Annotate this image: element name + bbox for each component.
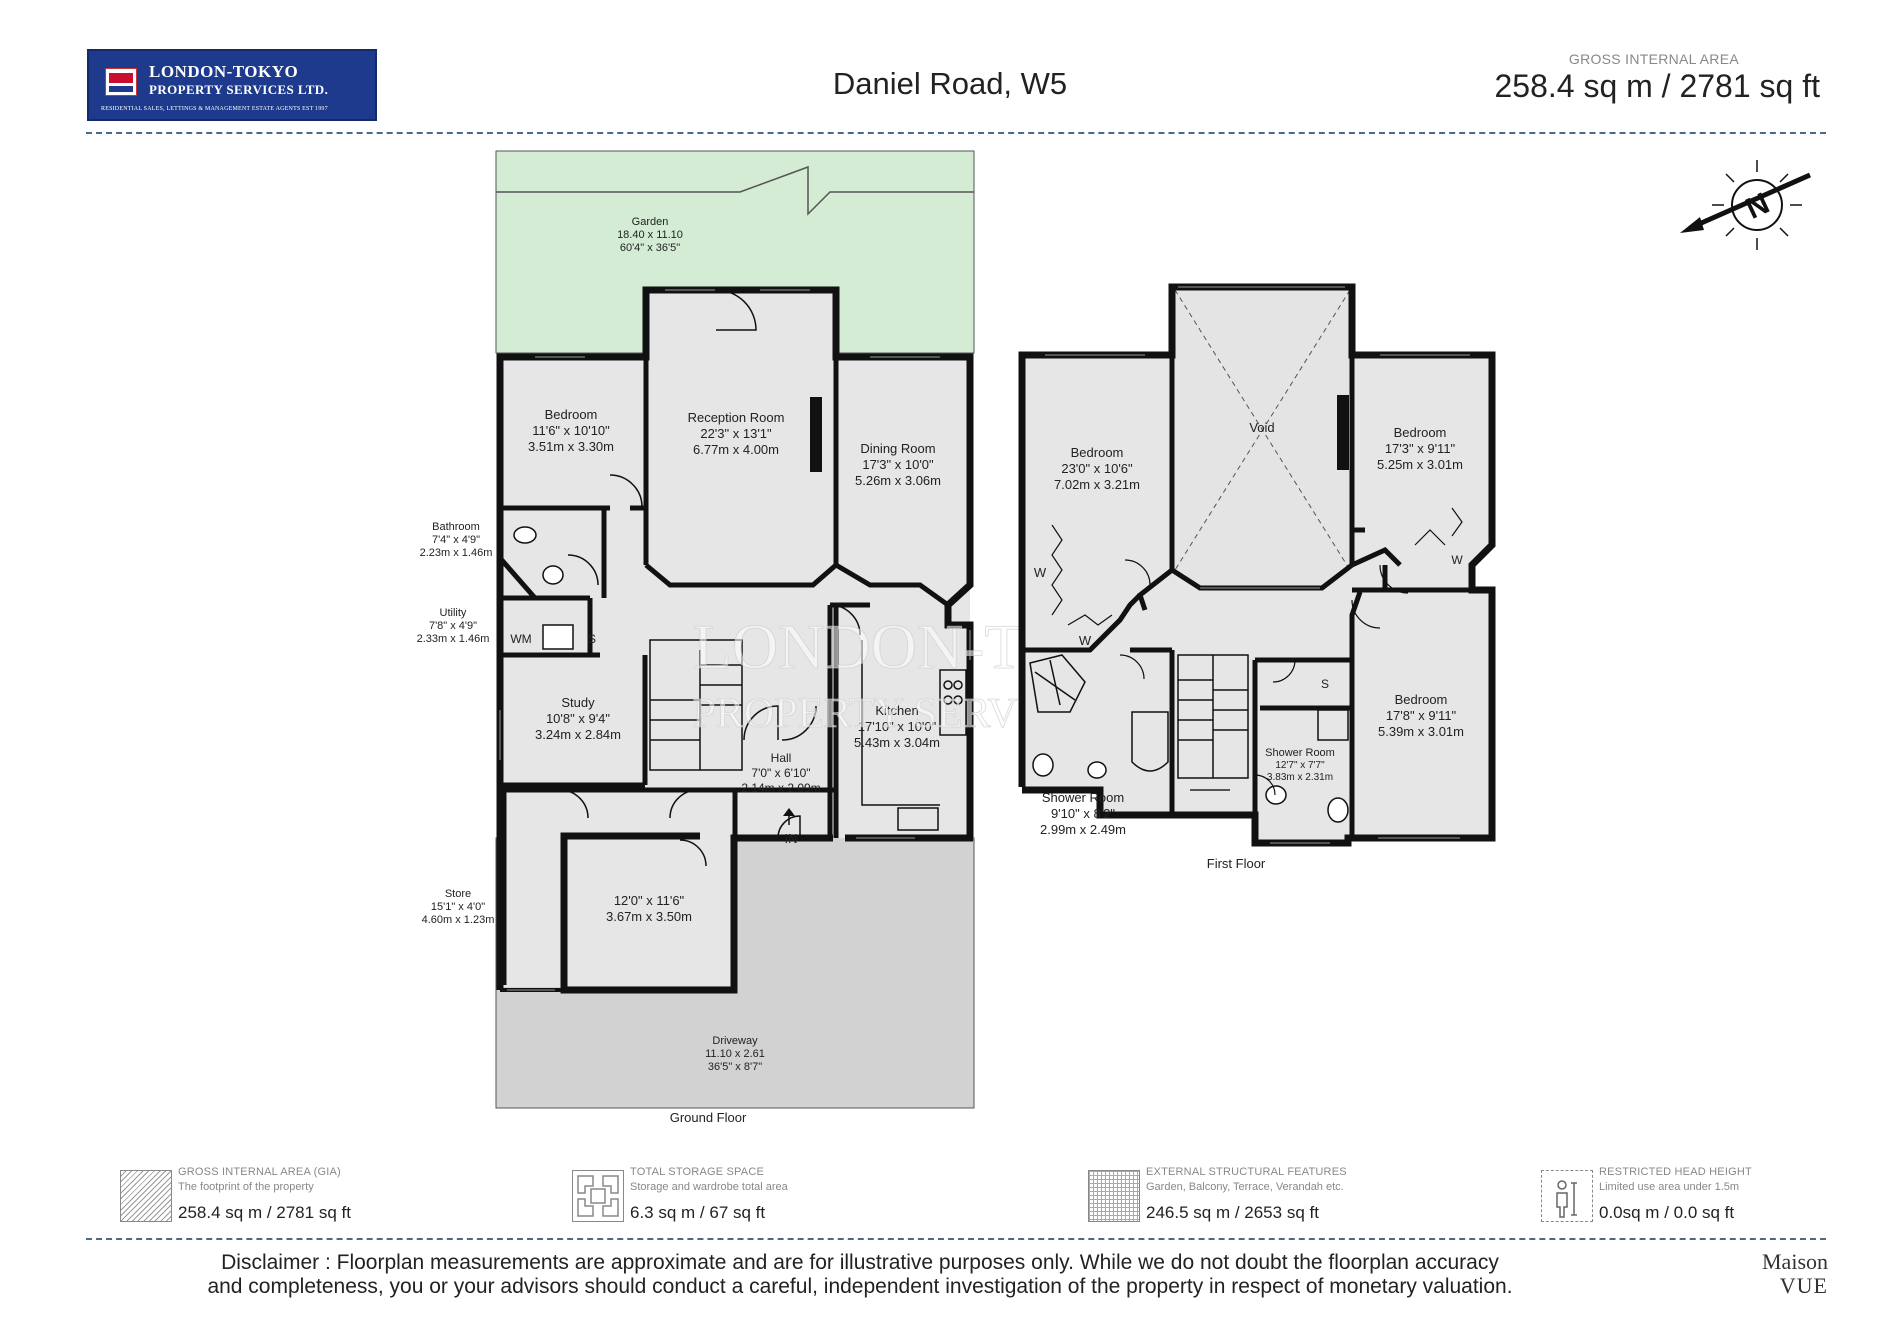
- garage-metric: 3.67m x 3.50m: [606, 909, 692, 924]
- bathroom-imperial: 7'4" x 4'9": [432, 534, 480, 546]
- legend-storage-value: 6.3 sq m / 67 sq ft: [630, 1203, 766, 1222]
- agency-logo: LONDON-TOKYO PROPERTY SERVICES LTD. RESI…: [87, 49, 377, 121]
- utility-s: S: [588, 632, 596, 646]
- ff-bedroom2-name: Bedroom: [1394, 425, 1447, 440]
- maison-vue-logo: Maison VUE: [1762, 1250, 1828, 1298]
- disclaimer-line2: and completeness, you or your advisors s…: [207, 1275, 1513, 1298]
- hall-imperial: 7'0" x 6'10": [751, 766, 810, 780]
- ff-bedroom2-imperial: 17'3" x 9'11": [1385, 441, 1456, 456]
- header-divider: [86, 132, 1826, 134]
- bathroom-name: Bathroom: [432, 521, 480, 533]
- grid-hatch-icon: [1088, 1170, 1140, 1222]
- store-imperial: 15'1" x 4'0": [431, 901, 485, 913]
- ground-floor-label: Ground Floor: [670, 1110, 747, 1125]
- storage-icon: [572, 1170, 624, 1222]
- garage-imperial: 12'0" x 11'6": [614, 893, 685, 908]
- ff-bedroom1-metric: 7.02m x 3.21m: [1054, 477, 1140, 492]
- shower1-imperial: 9'10" x 8'2": [1051, 806, 1115, 821]
- reception-imperial: 22'3" x 13'1": [700, 426, 772, 441]
- footer-divider: [86, 1238, 1826, 1240]
- garden-fence: [496, 165, 974, 216]
- ground-floor-interior: [500, 290, 970, 987]
- brand-line2: VUE: [1779, 1273, 1828, 1298]
- kitchen-imperial: 17'10" x 10'0": [858, 719, 937, 734]
- logo-subname: PROPERTY SERVICES LTD.: [149, 82, 329, 97]
- disclaimer-line1: Disclaimer : Floorplan measurements are …: [221, 1251, 1499, 1274]
- study-name: Study: [561, 695, 595, 710]
- compass-icon: N: [1680, 160, 1812, 250]
- dining-imperial: 17'3" x 10'0": [862, 457, 934, 472]
- kitchen-metric: 5.43m x 3.04m: [854, 735, 940, 750]
- hall-entrance: IN: [785, 831, 798, 846]
- garden-metric: 18.40 x 11.10: [617, 229, 683, 241]
- dining-metric: 5.26m x 3.06m: [855, 473, 941, 488]
- gf-bedroom-name: Bedroom: [545, 407, 598, 422]
- gf-bedroom-metric: 3.51m x 3.30m: [528, 439, 614, 454]
- hall-name: Hall: [771, 751, 792, 765]
- legend-gia-value: 258.4 sq m / 2781 sq ft: [178, 1203, 351, 1222]
- driveway-name: Driveway: [712, 1035, 758, 1047]
- study-metric: 3.24m x 2.84m: [535, 727, 621, 742]
- reception-name: Reception Room: [688, 410, 785, 425]
- disclaimer: Disclaimer : Floorplan measurements are …: [130, 1251, 1590, 1299]
- garden-name: Garden: [632, 216, 669, 228]
- ff-bedroom1-imperial: 23'0" x 10'6": [1061, 461, 1133, 476]
- store-metric: 4.60m x 1.23m: [422, 914, 495, 926]
- logo-name: LONDON-TOKYO: [149, 62, 299, 81]
- first-floor-label: First Floor: [1207, 856, 1266, 871]
- legend-external-title: EXTERNAL STRUCTURAL FEATURES: [1146, 1166, 1347, 1178]
- kitchen-name: Kitchen: [875, 703, 918, 718]
- utility-name: Utility: [440, 607, 467, 619]
- garden-imperial: 60'4" x 36'5": [620, 242, 680, 254]
- brand-line1: Maison: [1762, 1249, 1828, 1274]
- legend-headheight-desc: Limited use area under 1.5m: [1599, 1181, 1740, 1193]
- ff-bedroom3-metric: 5.39m x 3.01m: [1378, 724, 1464, 739]
- store-name: Store: [445, 888, 471, 900]
- shower2-metric: 3.83m x 2.31m: [1267, 772, 1333, 783]
- shower1-metric: 2.99m x 2.49m: [1040, 822, 1126, 837]
- ff-bedroom1-name: Bedroom: [1071, 445, 1124, 460]
- bathroom-metric: 2.23m x 1.46m: [420, 547, 493, 559]
- driveway-imperial: 36'5" x 8'7": [708, 1061, 762, 1073]
- ff-bedroom2-metric: 5.25m x 3.01m: [1377, 457, 1463, 472]
- reception-metric: 6.77m x 4.00m: [693, 442, 779, 457]
- logo-tagline: RESIDENTIAL SALES, LETTINGS & MANAGEMENT…: [101, 106, 328, 112]
- legend-headheight-title: RESTRICTED HEAD HEIGHT: [1599, 1166, 1752, 1178]
- legend-external-value: 246.5 sq m / 2653 sq ft: [1146, 1203, 1319, 1222]
- legend-storage-desc: Storage and wardrobe total area: [630, 1181, 788, 1193]
- legend-gia-desc: The footprint of the property: [178, 1181, 314, 1193]
- ff-bedroom2-wardrobe: W: [1451, 553, 1463, 567]
- hall-metric: 2.14m x 2.09m: [741, 781, 820, 795]
- legend-external-desc: Garden, Balcony, Terrace, Verandah etc.: [1146, 1181, 1344, 1193]
- utility-wm: WM: [510, 632, 531, 646]
- shower1-name: Shower Room: [1042, 790, 1124, 805]
- shower2-imperial: 12'7" x 7'7": [1275, 760, 1325, 771]
- driveway-metric: 11.10 x 2.61: [705, 1048, 765, 1060]
- legend-storage-title: TOTAL STORAGE SPACE: [630, 1166, 765, 1178]
- legend-gia-title: GROSS INTERNAL AREA (GIA): [178, 1166, 341, 1178]
- ff-bedroom1-wardrobe2: W: [1079, 633, 1092, 648]
- ff-bedroom3-name: Bedroom: [1395, 692, 1448, 707]
- gia-label: GROSS INTERNAL AREA: [1568, 51, 1739, 67]
- utility-imperial: 7'8" x 4'9": [429, 620, 477, 632]
- page-title: Daniel Road, W5: [832, 66, 1068, 101]
- gia-value: 258.4 sq m / 2781 sq ft: [1494, 68, 1820, 104]
- shower2-name: Shower Room: [1265, 747, 1335, 759]
- study-imperial: 10'8" x 9'4": [546, 711, 610, 726]
- ff-bedroom1-wardrobe1: W: [1034, 565, 1047, 580]
- ff-bedroom3-imperial: 17'8" x 9'11": [1386, 708, 1457, 723]
- gf-bedroom-imperial: 11'6" x 10'10": [532, 423, 610, 438]
- legend-headheight-value: 0.0sq m / 0.0 sq ft: [1599, 1203, 1735, 1222]
- first-floor-plan: Bedroom 23'0" x 10'6" 7.02m x 3.21m W W …: [810, 283, 1496, 871]
- person-icon: [1541, 1170, 1593, 1222]
- ground-floor-plan: Garden 18.40 x 11.10 60'4" x 36'5" Bedro…: [417, 150, 975, 1125]
- utility-metric: 2.33m x 1.46m: [417, 633, 490, 645]
- void-name: Void: [1249, 420, 1274, 435]
- dining-name: Dining Room: [860, 441, 935, 456]
- crest-icon: [105, 68, 137, 96]
- shower2-s: S: [1321, 677, 1329, 691]
- gia-hatch-icon: [120, 1170, 172, 1222]
